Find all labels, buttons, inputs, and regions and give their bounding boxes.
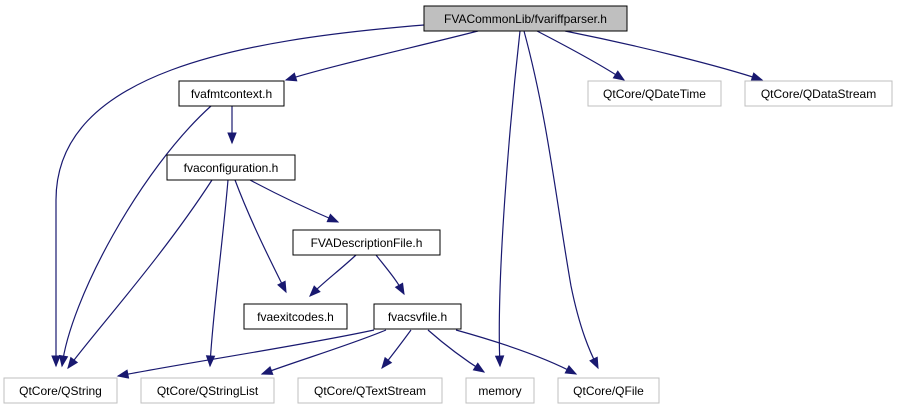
edge-fvadescriptionfile-to-fvacsvfile-arrowhead xyxy=(394,282,405,296)
edge-root-to-qstring-line xyxy=(55,24,425,366)
edge-fvacsvfile-to-qfile-arrowhead xyxy=(564,364,578,375)
node-memory[interactable]: memory xyxy=(465,377,535,404)
node-fvafmtcontext-label: fvafmtcontext.h xyxy=(191,87,272,101)
edge-fvafmtcontext-to-qstring-arrowhead xyxy=(58,354,69,368)
edge-root-to-fvafmtcontext-arrowhead xyxy=(284,72,298,82)
edge-fvacsvfile-to-qstringlist-line xyxy=(261,329,387,375)
edge-fvacsvfile-to-memory xyxy=(427,329,486,373)
edges-layer xyxy=(51,24,764,379)
edge-root-to-qstring-arrowhead xyxy=(51,355,61,368)
node-qtextstream-box xyxy=(297,377,443,404)
edge-fvadescriptionfile-to-fvacsvfile xyxy=(375,254,405,296)
node-qdatetime-label: QtCore/QDateTime xyxy=(603,87,706,101)
edge-root-to-qstring xyxy=(51,24,425,368)
node-qstring[interactable]: QtCore/QString xyxy=(3,377,118,404)
edge-root-to-qdatetime-line xyxy=(536,30,625,81)
edge-root-to-qdatetime xyxy=(536,30,626,81)
edge-fvacsvfile-to-qstring xyxy=(116,329,375,379)
node-qtextstream[interactable]: QtCore/QTextStream xyxy=(297,377,443,404)
edge-root-to-qdatetime-arrowhead xyxy=(612,70,626,81)
edge-fvaconfiguration-to-qstringlist xyxy=(205,179,229,368)
edge-root-to-qfile-line xyxy=(523,30,599,369)
node-qfile[interactable]: QtCore/QFile xyxy=(557,377,660,404)
edge-fvacsvfile-to-qtextstream-arrowhead xyxy=(381,356,393,370)
node-fvafmtcontext-box xyxy=(178,80,285,107)
node-qstringlist-label: QtCore/QStringList xyxy=(157,384,259,398)
edge-fvaconfiguration-to-fvadescriptionfile-line xyxy=(249,179,339,223)
edge-fvaconfiguration-to-qstring-line xyxy=(67,179,213,369)
edge-root-to-fvafmtcontext xyxy=(284,30,479,82)
node-qstring-box xyxy=(3,377,118,404)
node-qdatetime-box xyxy=(587,80,722,107)
node-memory-label: memory xyxy=(478,384,521,398)
edge-fvaconfiguration-to-fvaexitcodes-line xyxy=(234,179,287,293)
node-fvaconfiguration-label: fvaconfiguration.h xyxy=(184,161,279,175)
edge-fvafmtcontext-to-fvaconfiguration-arrowhead xyxy=(227,132,237,145)
edge-fvafmtcontext-to-qstring-line xyxy=(61,105,212,367)
node-qstringlist[interactable]: QtCore/QStringList xyxy=(140,377,275,404)
edge-fvaconfiguration-to-qstring-arrowhead xyxy=(67,356,79,370)
node-memory-box xyxy=(465,377,535,404)
node-qdatastream[interactable]: QtCore/QDataStream xyxy=(744,80,893,107)
edge-root-to-qdatastream-arrowhead xyxy=(750,72,764,82)
edge-fvafmtcontext-to-qstring xyxy=(58,105,212,368)
node-fvadescriptionfile-box xyxy=(292,229,441,256)
node-fvacsvfile[interactable]: fvacsvfile.h xyxy=(373,303,462,330)
edge-root-to-qdatastream-line xyxy=(564,30,763,81)
edge-fvacsvfile-to-qfile-line xyxy=(455,329,577,375)
edge-fvacsvfile-to-qstring-arrowhead xyxy=(116,369,130,379)
node-fvaconfiguration-box xyxy=(166,154,296,181)
edge-root-to-memory xyxy=(494,30,521,368)
node-qfile-box xyxy=(557,377,660,404)
node-root[interactable]: FVACommonLib/fvariffparser.h xyxy=(423,5,628,32)
node-fvaexitcodes-label: fvaexitcodes.h xyxy=(257,310,334,324)
node-fvacsvfile-label: fvacsvfile.h xyxy=(388,310,447,324)
edge-root-to-qdatastream xyxy=(564,30,764,82)
edge-fvacsvfile-to-qstring-line xyxy=(117,329,375,377)
node-fvadescriptionfile[interactable]: FVADescriptionFile.h xyxy=(292,229,441,256)
node-fvadescriptionfile-label: FVADescriptionFile.h xyxy=(311,236,423,250)
edge-fvacsvfile-to-qstringlist-arrowhead xyxy=(260,365,274,375)
edge-root-to-memory-arrowhead xyxy=(494,355,505,368)
node-qfile-label: QtCore/QFile xyxy=(573,384,644,398)
edge-fvadescriptionfile-to-fvaexitcodes-arrowhead xyxy=(309,285,321,297)
edge-fvacsvfile-to-memory-arrowhead xyxy=(472,362,486,373)
node-qdatetime[interactable]: QtCore/QDateTime xyxy=(587,80,722,107)
node-qstring-label: QtCore/QString xyxy=(19,384,102,398)
node-root-box xyxy=(423,5,628,32)
node-qtextstream-label: QtCore/QTextStream xyxy=(314,384,426,398)
edge-fvaconfiguration-to-fvadescriptionfile xyxy=(249,179,340,223)
edge-fvaconfiguration-to-fvaexitcodes xyxy=(234,179,287,294)
edge-fvafmtcontext-to-fvaconfiguration xyxy=(227,106,237,145)
edge-fvaconfiguration-to-qstringlist-arrowhead xyxy=(205,355,216,368)
edge-fvacsvfile-to-qtextstream xyxy=(381,329,412,370)
edge-fvaconfiguration-to-qstring xyxy=(67,179,213,370)
edge-root-to-fvafmtcontext-line xyxy=(285,30,479,81)
edge-fvacsvfile-to-qfile xyxy=(455,329,578,375)
edge-fvadescriptionfile-to-fvaexitcodes xyxy=(309,254,357,297)
edge-fvaconfiguration-to-fvadescriptionfile-arrowhead xyxy=(326,213,340,223)
edge-fvaconfiguration-to-fvaexitcodes-arrowhead xyxy=(277,280,287,294)
edge-root-to-memory-line xyxy=(498,30,521,367)
node-qdatastream-box xyxy=(744,80,893,107)
node-fvaexitcodes[interactable]: fvaexitcodes.h xyxy=(243,303,348,330)
edge-root-to-qfile xyxy=(523,30,599,370)
edge-fvacsvfile-to-qstringlist xyxy=(260,329,387,375)
node-qstringlist-box xyxy=(140,377,275,404)
node-fvafmtcontext[interactable]: fvafmtcontext.h xyxy=(178,80,285,107)
node-fvaexitcodes-box xyxy=(243,303,348,330)
edge-root-to-qfile-arrowhead xyxy=(589,356,599,370)
edge-fvaconfiguration-to-qstringlist-line xyxy=(209,179,229,367)
node-fvacsvfile-box xyxy=(373,303,462,330)
node-root-label: FVACommonLib/fvariffparser.h xyxy=(444,12,607,26)
node-fvaconfiguration[interactable]: fvaconfiguration.h xyxy=(166,154,296,181)
nodes-layer: FVACommonLib/fvariffparser.h fvafmtconte… xyxy=(3,5,893,404)
node-qdatastream-label: QtCore/QDataStream xyxy=(761,87,876,101)
